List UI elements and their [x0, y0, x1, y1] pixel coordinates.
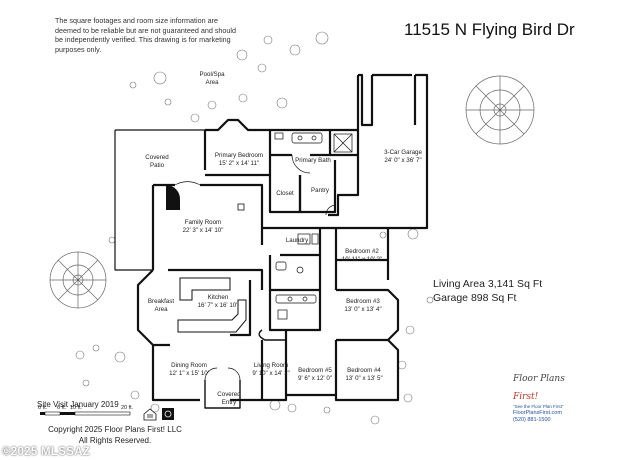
watermark: ©2025 MLSSAZ — [2, 446, 91, 458]
area-summary: Living Area 3,141 Sq Ft Garage 898 Sq Ft — [433, 278, 542, 305]
brand-name: Floor Plans — [513, 374, 565, 384]
brand-url: FloorPlansFirst.com — [513, 410, 562, 416]
walls — [114, 73, 429, 409]
scale-label: 0 ft. — [38, 405, 48, 411]
door-swings — [174, 154, 337, 381]
room-label-primary-bath: Primary Bath — [295, 157, 331, 164]
brand-logo: Floor Plans First! "See the Floor Plan F… — [513, 368, 593, 423]
address-title: 11515 N Flying Bird Dr — [404, 20, 575, 39]
brand-phone: (520) 881-1500 — [513, 417, 551, 423]
room-label-pantry: Pantry — [311, 187, 329, 194]
room-label-laundry: Laundry — [285, 237, 309, 244]
copyright-block: Copyright 2025 Floor Plans First! LLC Al… — [40, 424, 190, 446]
disclaimer-text: The square footages and room size inform… — [55, 16, 237, 54]
rights-line: All Rights Reserved. — [78, 436, 152, 445]
garage-area-text: Garage 898 Sq Ft — [433, 291, 517, 304]
accessibility-icon — [162, 408, 174, 420]
scale-bar — [40, 411, 131, 416]
fixture-icon — [237, 203, 245, 211]
room-label-closet: Closet — [276, 190, 294, 197]
site-visit-text: Site Visit January 2019 — [37, 400, 119, 409]
scale-label: 6 ft. — [57, 405, 67, 411]
brand-accent: First! — [513, 392, 539, 402]
brand-tagline: "See the Floor Plan First" — [513, 404, 564, 409]
kitchen-counters — [177, 277, 247, 333]
tree-icon — [49, 251, 107, 309]
fireplace-icon — [166, 184, 181, 210]
bath-fixtures — [274, 132, 353, 320]
copyright-line: Copyright 2025 Floor Plans First! LLC — [48, 425, 182, 434]
tree-icon — [465, 75, 535, 145]
living-area-text: Living Area 3,141 Sq Ft — [433, 278, 543, 290]
equal-housing-icon — [143, 408, 157, 421]
shrub-icon — [75, 31, 434, 425]
scale-label: 10 ft. — [70, 405, 83, 411]
scale-label: 20 ft. — [121, 405, 134, 411]
